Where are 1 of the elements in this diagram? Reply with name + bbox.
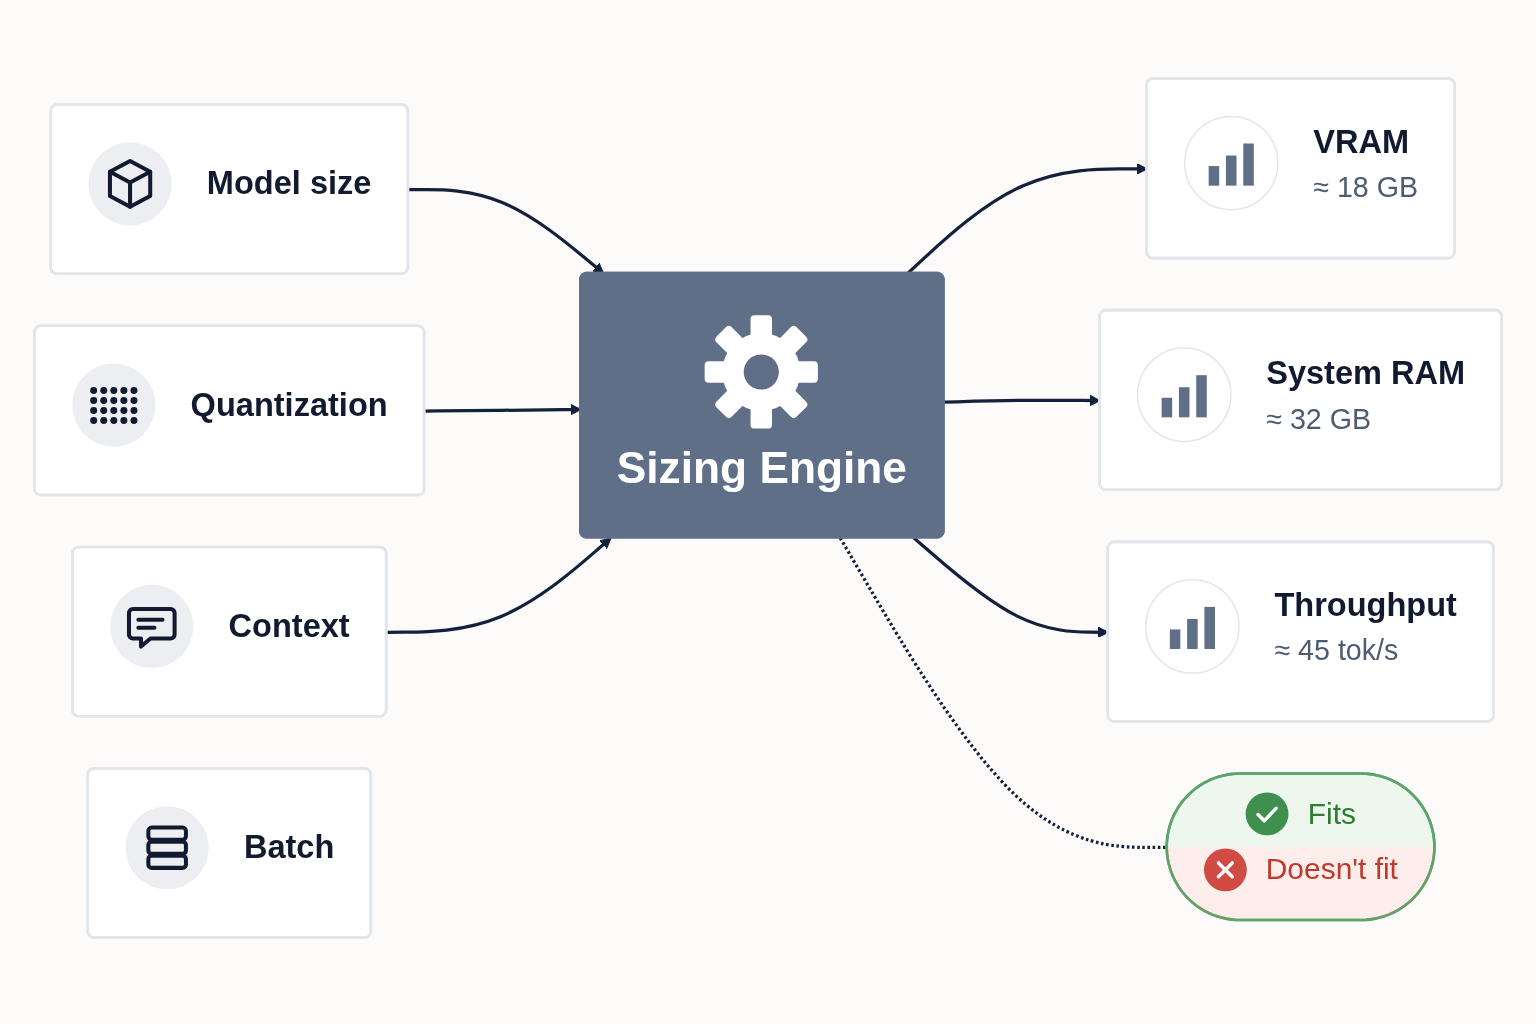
arrow	[386, 537, 612, 634]
